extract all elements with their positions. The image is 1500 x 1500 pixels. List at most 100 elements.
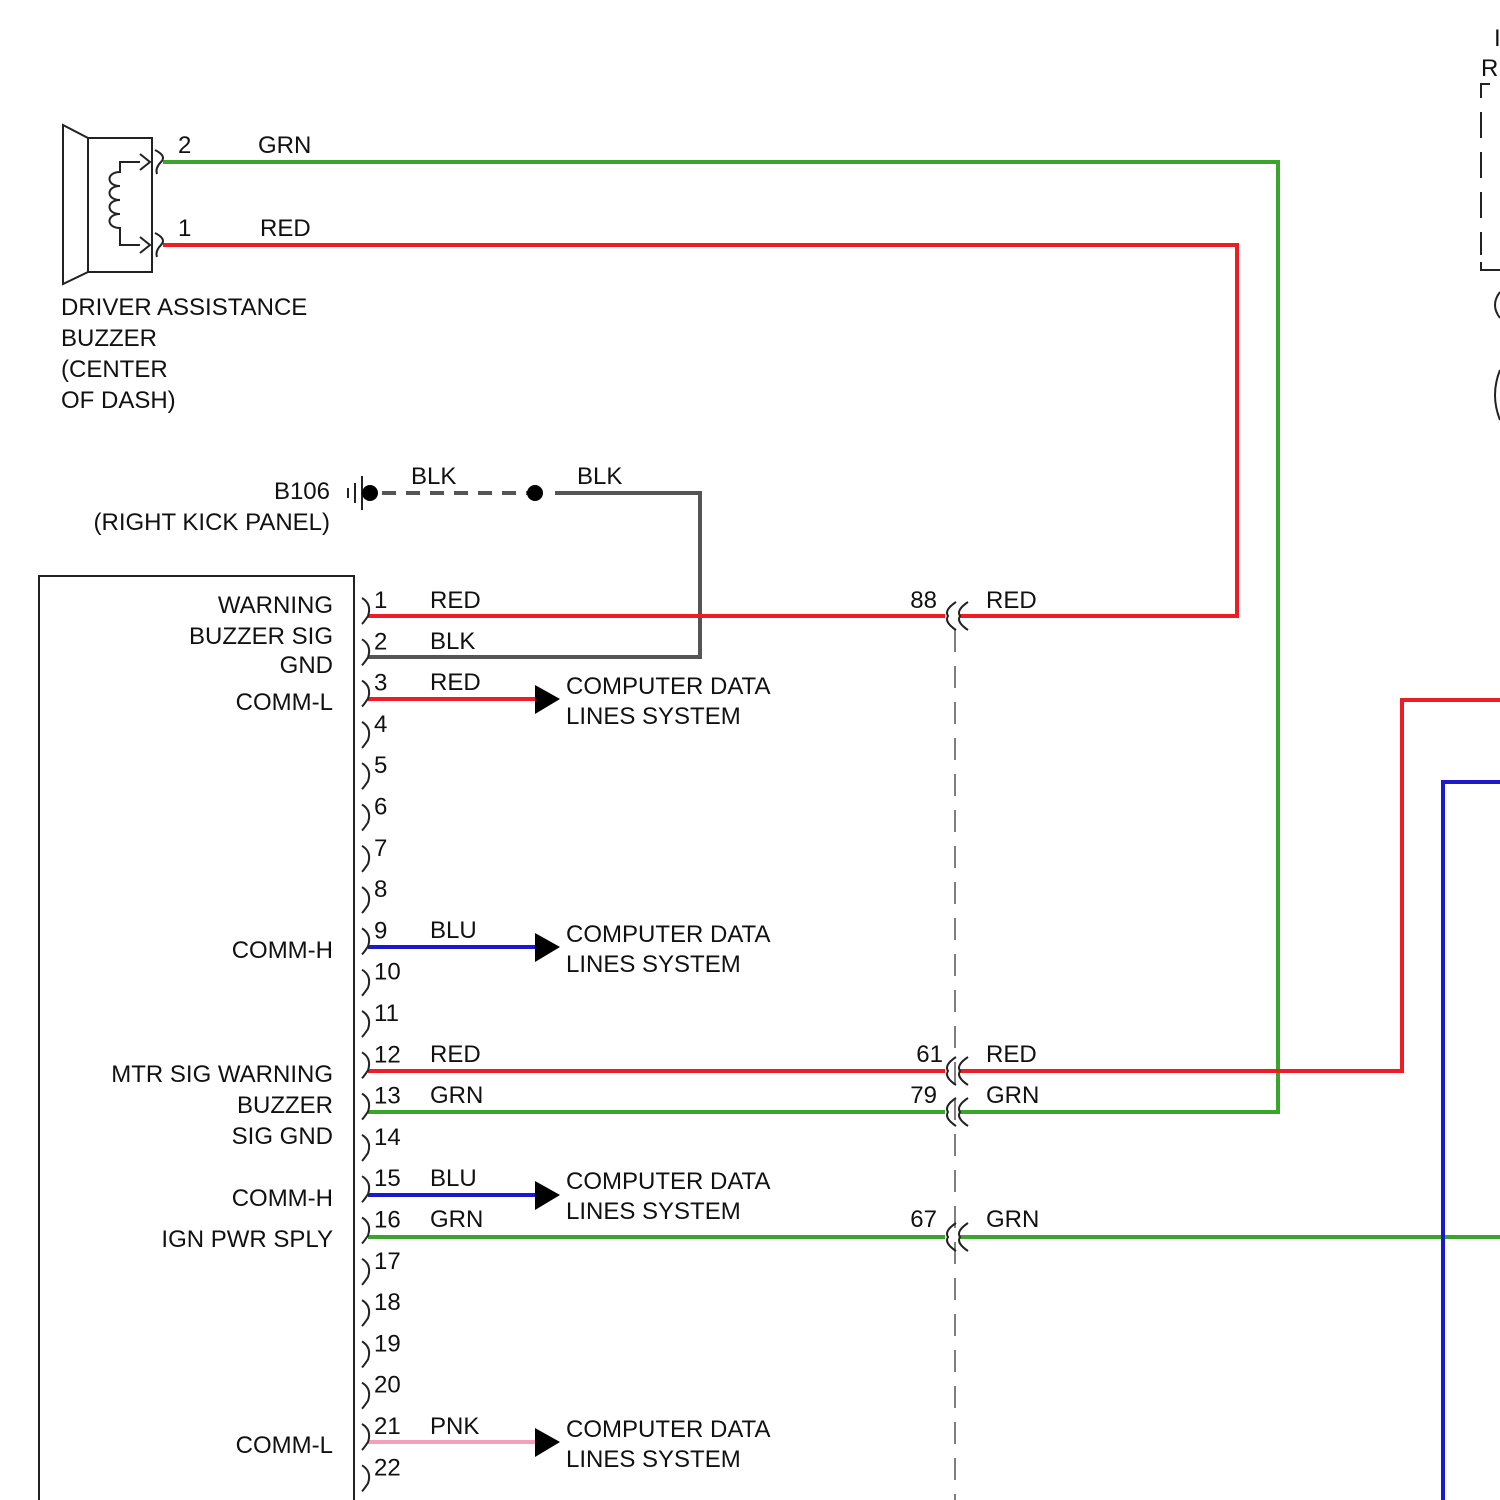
svg-text:COMM-L: COMM-L <box>236 1432 333 1459</box>
pin-number-16: 16 <box>374 1207 401 1234</box>
svg-text:COMPUTER DATA: COMPUTER DATA <box>566 1168 770 1195</box>
pin-number-17: 17 <box>374 1248 401 1275</box>
buzzer-pin-2-number: 2 <box>178 132 191 159</box>
pin-number-6: 6 <box>374 794 387 821</box>
pin-bracket-21 <box>362 1424 369 1450</box>
module-wire-colors: RED BLK RED BLU RED GRN BLU GRN PNK <box>430 587 483 1440</box>
svg-text:BLK: BLK <box>430 628 475 655</box>
inline-connector-labels: 88 RED 61 RED 79 GRN 67 GRN <box>910 587 1039 1233</box>
svg-text:RED: RED <box>430 587 481 614</box>
module-connector-brackets <box>362 598 369 1491</box>
pin-number-3: 3 <box>374 670 387 697</box>
svg-text:79: 79 <box>910 1082 937 1109</box>
pin-bracket-2 <box>362 639 369 665</box>
svg-text:RED: RED <box>430 669 481 696</box>
pin-number-10: 10 <box>374 959 401 986</box>
pin-bracket-9 <box>362 928 369 954</box>
svg-text:SIG GND: SIG GND <box>232 1123 333 1150</box>
buzzer-label: DRIVER ASSISTANCE BUZZER (CENTER OF DASH… <box>61 294 307 414</box>
svg-text:COMPUTER DATA: COMPUTER DATA <box>566 1416 770 1443</box>
svg-text:GRN: GRN <box>986 1206 1039 1233</box>
pin-bracket-20 <box>362 1383 369 1409</box>
svg-text:RED: RED <box>430 1041 481 1068</box>
pin-bracket-5 <box>362 763 369 789</box>
svg-text:MTR SIG WARNING: MTR SIG WARNING <box>111 1061 333 1088</box>
buzzer-pin-2-color: GRN <box>258 132 311 159</box>
pin-number-4: 4 <box>374 711 387 738</box>
pin-number-20: 20 <box>374 1372 401 1399</box>
svg-text:PNK: PNK <box>430 1413 479 1440</box>
svg-text:61: 61 <box>916 1041 943 1068</box>
svg-text:BUZZER: BUZZER <box>237 1092 333 1119</box>
pin-number-15: 15 <box>374 1165 401 1192</box>
svg-text:LINES SYSTEM: LINES SYSTEM <box>566 1198 741 1225</box>
buzzer-pin-1-number: 1 <box>178 215 191 242</box>
pin-number-7: 7 <box>374 835 387 862</box>
svg-text:RED: RED <box>986 1041 1037 1068</box>
svg-text:DRIVER ASSISTANCE: DRIVER ASSISTANCE <box>61 294 307 321</box>
pin-bracket-3 <box>362 681 369 707</box>
ground-id: B106 <box>274 478 330 505</box>
svg-text:OF DASH): OF DASH) <box>61 387 176 414</box>
pin-number-19: 19 <box>374 1330 401 1357</box>
pin-bracket-14 <box>362 1135 369 1161</box>
pin-bracket-6 <box>362 805 369 831</box>
svg-text:BUZZER SIG: BUZZER SIG <box>189 623 333 650</box>
arrow-pin3 <box>535 685 560 714</box>
pin-bracket-18 <box>362 1300 369 1326</box>
svg-text:LINES SYSTEM: LINES SYSTEM <box>566 951 741 978</box>
svg-text:COMPUTER DATA: COMPUTER DATA <box>566 921 770 948</box>
svg-text:I: I <box>1494 25 1500 52</box>
svg-text:IGN PWR SPLY: IGN PWR SPLY <box>161 1226 333 1253</box>
pin-bracket-12 <box>362 1052 369 1078</box>
arrow-pin9 <box>535 933 560 962</box>
pin-number-18: 18 <box>374 1289 401 1316</box>
svg-text:LINES SYSTEM: LINES SYSTEM <box>566 1446 741 1473</box>
ground-wire-right-color: BLK <box>577 463 622 490</box>
pin-bracket-7 <box>362 846 369 872</box>
inline-connector <box>947 602 968 1500</box>
pin-bracket-19 <box>362 1341 369 1367</box>
pin-bracket-16 <box>362 1218 369 1244</box>
svg-text:COMM-H: COMM-H <box>232 1185 333 1212</box>
svg-text:GRN: GRN <box>986 1082 1039 1109</box>
inline-bracket-88-a <box>947 602 956 630</box>
buzzer-symbol <box>63 125 163 284</box>
pin-number-2: 2 <box>374 628 387 655</box>
pin-bracket-4 <box>362 722 369 748</box>
svg-text:BLU: BLU <box>430 1165 477 1192</box>
svg-text:67: 67 <box>910 1206 937 1233</box>
pin-number-22: 22 <box>374 1454 401 1481</box>
wire-right-blu <box>1443 782 1500 1500</box>
svg-text:GRN: GRN <box>430 1082 483 1109</box>
svg-text:R: R <box>1481 55 1498 82</box>
pin-number-8: 8 <box>374 876 387 903</box>
wire-ground-blk <box>368 493 700 657</box>
module-pin-numbers: 12345678910111213141516171819202122 <box>374 587 401 1481</box>
svg-text:GRN: GRN <box>430 1206 483 1233</box>
svg-text:BUZZER: BUZZER <box>61 325 157 352</box>
buzzer-pin-1-color: RED <box>260 215 311 242</box>
pin-number-12: 12 <box>374 1041 401 1068</box>
module-function-labels: WARNING BUZZER SIG GND COMM-L COMM-H MTR… <box>111 592 333 1459</box>
svg-text:(CENTER: (CENTER <box>61 356 168 383</box>
svg-text:COMM-H: COMM-H <box>232 937 333 964</box>
arrow-pin15 <box>535 1181 560 1210</box>
pin-bracket-17 <box>362 1259 369 1285</box>
pin-number-21: 21 <box>374 1413 401 1440</box>
pin-bracket-13 <box>362 1094 369 1120</box>
pin-number-9: 9 <box>374 917 387 944</box>
svg-text:COMM-L: COMM-L <box>236 689 333 716</box>
pin-number-13: 13 <box>374 1083 401 1110</box>
pin-number-1: 1 <box>374 587 387 614</box>
svg-text:88: 88 <box>910 587 937 614</box>
pin-number-11: 11 <box>374 1000 399 1027</box>
wire-pin61-red <box>960 700 1500 1071</box>
pin-bracket-15 <box>362 1176 369 1202</box>
svg-text:GND: GND <box>280 652 333 679</box>
svg-text:LINES SYSTEM: LINES SYSTEM <box>566 703 741 730</box>
svg-text:WARNING: WARNING <box>218 592 333 619</box>
svg-text:BLU: BLU <box>430 917 477 944</box>
pin-bracket-11 <box>362 1011 369 1037</box>
